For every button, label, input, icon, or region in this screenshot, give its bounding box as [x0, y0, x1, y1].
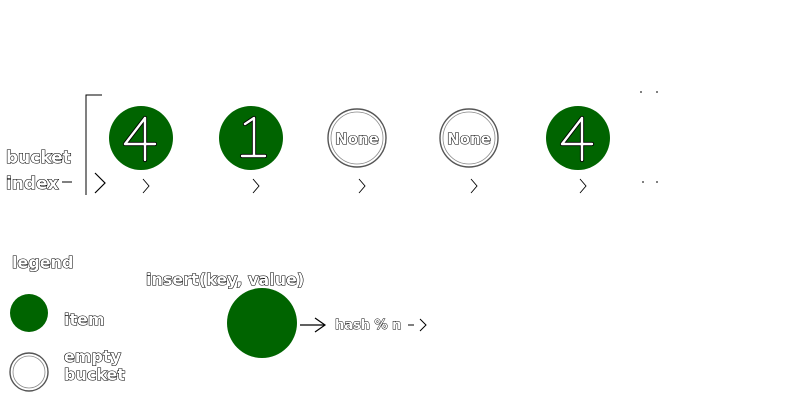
insert-label: insert(key, value) [146, 270, 304, 289]
hash-mod-label: hash % n [335, 318, 401, 333]
legend-empty-label-line2: bucket [64, 365, 125, 384]
legend-title: legend [12, 253, 73, 272]
insert-item-circle [227, 288, 297, 358]
legend-empty-label-line1: empty [64, 347, 122, 366]
bucket-item: 1 [219, 106, 283, 194]
bucket-index-mark [358, 178, 366, 194]
bucket-bracket [84, 93, 106, 195]
bucket-index-mark [579, 178, 587, 194]
legend-empty-swatch [9, 352, 49, 392]
bucket-index-mark [252, 178, 260, 194]
bucket-value: None [447, 130, 491, 148]
bucket-circle [546, 106, 610, 170]
bucket-label: bucket [6, 148, 71, 168]
bucket-circle [439, 108, 499, 168]
bucket-index-mark [142, 178, 150, 194]
legend-item-swatch [10, 294, 48, 332]
bucket-empty: None [327, 108, 387, 194]
bucket-empty: None [439, 108, 499, 194]
legend-item-label: item [64, 310, 105, 329]
bucket-circle [109, 106, 173, 170]
arrow-right-icon [300, 317, 327, 333]
bucket-item: 4 [546, 106, 610, 194]
bucket-index-mark [470, 178, 478, 194]
index-label: index [6, 174, 59, 194]
bucket-value: None [335, 130, 379, 148]
bucket-item: 4 [109, 106, 173, 194]
bucket-row: 41NoneNone4 [109, 106, 610, 194]
bucket-row-end-marks [640, 91, 658, 183]
bucket-circle [327, 108, 387, 168]
hash-arrow-icon [408, 318, 427, 332]
bucket-circle [219, 106, 283, 170]
